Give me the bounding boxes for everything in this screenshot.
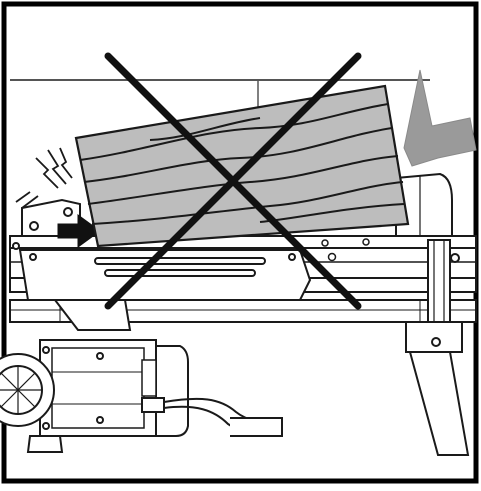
rear-pusher-block xyxy=(395,172,453,237)
log xyxy=(74,84,410,248)
big-pointer-arrow-icon xyxy=(403,69,477,167)
power-cable xyxy=(141,397,283,437)
push-arrow-icon xyxy=(57,214,101,248)
electric-motor xyxy=(39,339,189,437)
impact-spark-icon xyxy=(15,147,73,209)
motor-foot xyxy=(26,435,64,453)
wrong-cross-icon xyxy=(104,52,362,310)
support-leg xyxy=(405,239,470,456)
guide-plate xyxy=(18,249,312,301)
beam-bolts xyxy=(321,238,370,262)
motor-fan xyxy=(0,353,55,427)
